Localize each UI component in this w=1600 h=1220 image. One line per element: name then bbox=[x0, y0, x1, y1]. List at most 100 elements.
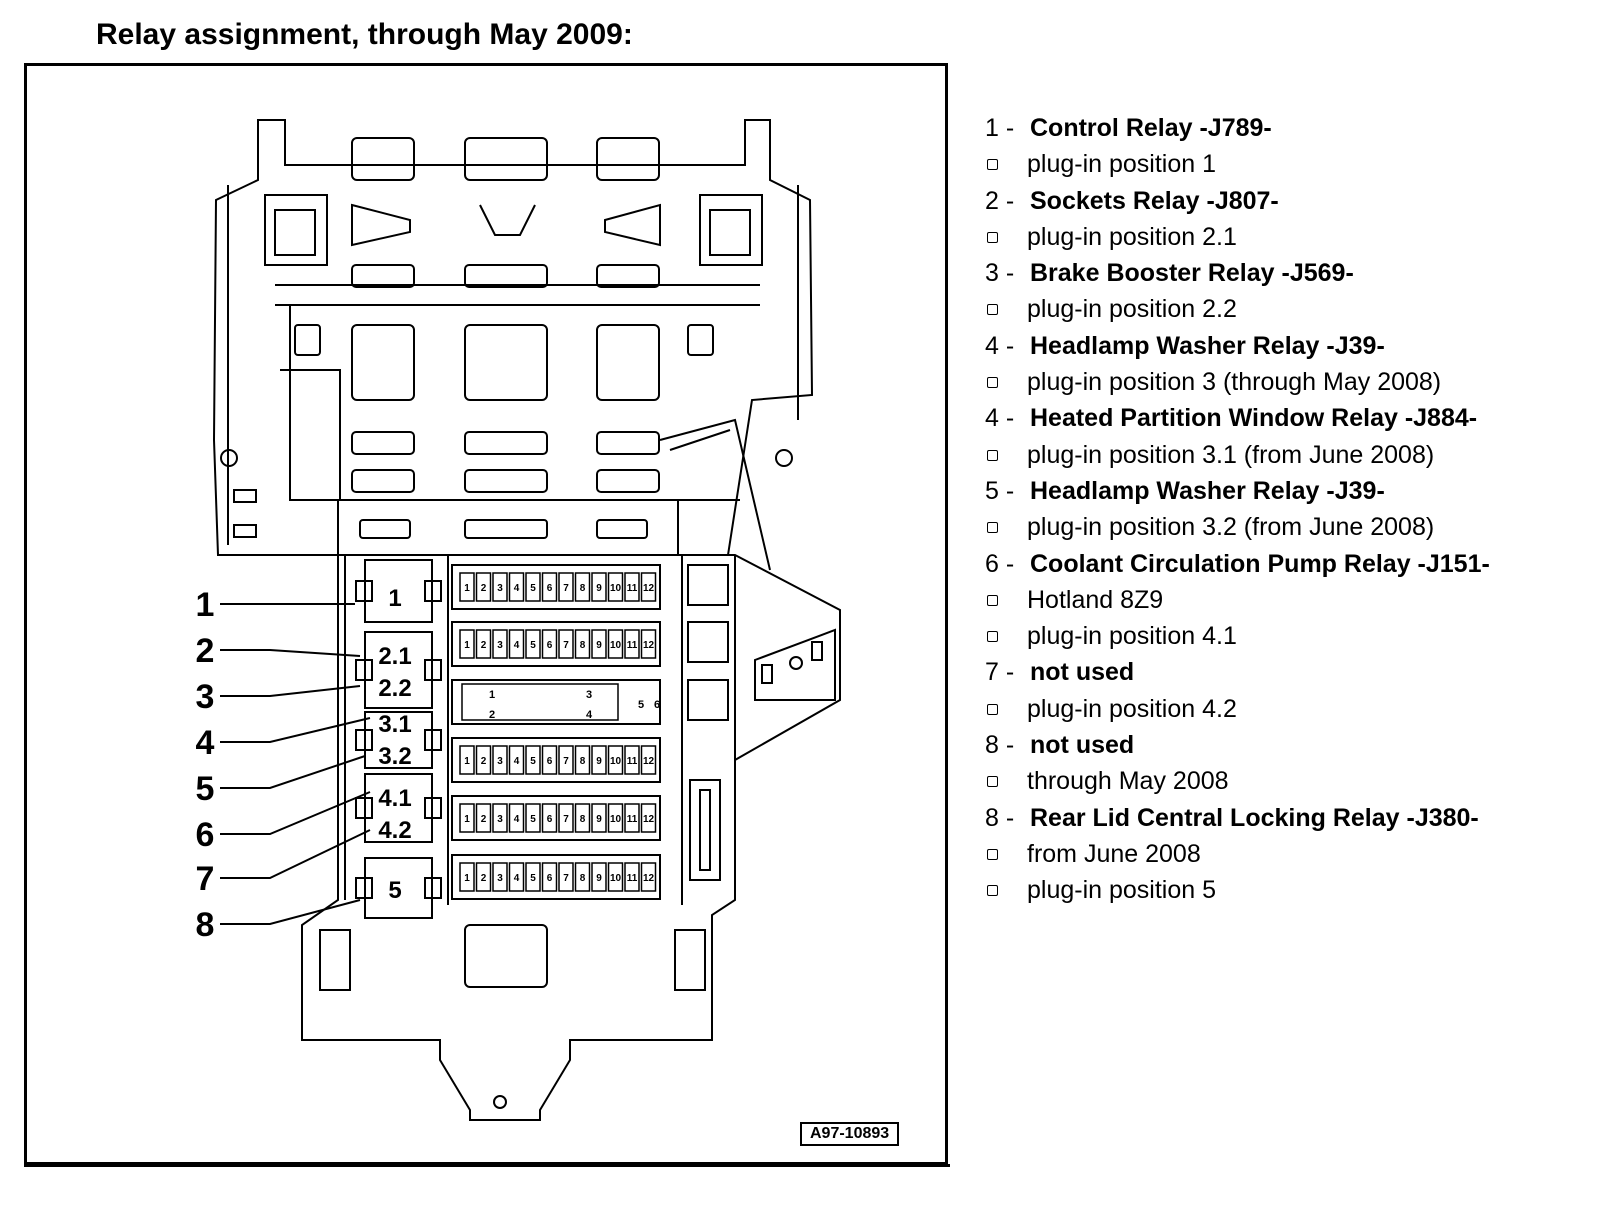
fuse-slot bbox=[508, 629, 525, 659]
fuse-slot bbox=[475, 862, 492, 892]
legend-subtext: through May 2008 bbox=[1027, 767, 1229, 796]
relay-tab bbox=[424, 580, 442, 602]
fuse-slot bbox=[607, 572, 624, 602]
fuse-slot bbox=[640, 745, 657, 775]
callout-number: 3 bbox=[196, 678, 215, 716]
legend-item: 8 -not used bbox=[985, 727, 1490, 763]
fuse-row bbox=[451, 564, 661, 610]
fuse-number: 5 bbox=[530, 814, 536, 825]
legend-subitem: from June 2008 bbox=[985, 836, 1490, 872]
reference-code: A97-10893 bbox=[800, 1122, 900, 1146]
fuse-slot bbox=[591, 745, 607, 775]
callout-leader bbox=[220, 717, 371, 743]
fuse-number: 3 bbox=[497, 814, 503, 825]
fuse-number: 7 bbox=[563, 873, 569, 884]
fuse-slot bbox=[640, 803, 657, 833]
legend-text: Rear Lid Central Locking Relay -J380- bbox=[1030, 803, 1479, 832]
fuse-slot bbox=[459, 629, 475, 659]
fuse-slot bbox=[624, 803, 640, 833]
legend-item: 3 -Brake Booster Relay -J569- bbox=[985, 255, 1490, 291]
fuse-slot bbox=[541, 803, 558, 833]
legend-item: 6 -Coolant Circulation Pump Relay -J151- bbox=[985, 546, 1490, 582]
fuse-slot bbox=[492, 629, 508, 659]
fuse-number: 5 bbox=[530, 756, 536, 767]
slot-label: 4.2 bbox=[378, 817, 411, 844]
fuse-slot bbox=[558, 862, 574, 892]
fuse-number: 4 bbox=[586, 709, 593, 721]
fuse-number: 5 bbox=[530, 583, 536, 594]
fuse-number: 8 bbox=[580, 640, 586, 651]
legend-subitem: plug-in position 3.2 (from June 2008) bbox=[985, 509, 1490, 545]
fuse-slot bbox=[574, 629, 591, 659]
fuse-slot bbox=[607, 629, 624, 659]
fuse-slot bbox=[607, 862, 624, 892]
fuse-number: 11 bbox=[627, 814, 638, 825]
slot-label: 3.2 bbox=[378, 743, 411, 770]
legend-item: 5 -Headlamp Washer Relay -J39- bbox=[985, 473, 1490, 509]
fuse-row bbox=[451, 854, 661, 900]
slot-label: 4.1 bbox=[378, 785, 411, 812]
relay-socket bbox=[364, 773, 433, 843]
fuse-slot bbox=[525, 572, 541, 602]
legend-subitem: plug-in position 1 bbox=[985, 146, 1490, 182]
fuse-number: 11 bbox=[627, 756, 638, 767]
fuse-number: 11 bbox=[627, 873, 638, 884]
relay-tab bbox=[355, 797, 373, 819]
fuse-slot bbox=[525, 803, 541, 833]
relay-box-housing bbox=[212, 119, 841, 1121]
legend-item: 8 -Rear Lid Central Locking Relay -J380- bbox=[985, 800, 1490, 836]
fuse-number: 1 bbox=[464, 583, 470, 594]
fuse-slot bbox=[574, 572, 591, 602]
fuse-row bbox=[451, 737, 661, 783]
fuse-slot bbox=[574, 803, 591, 833]
legend-subtext: plug-in position 4.2 bbox=[1027, 694, 1237, 723]
fuse-slot bbox=[475, 745, 492, 775]
fuse-slot bbox=[459, 572, 475, 602]
fuse-number: 10 bbox=[610, 814, 622, 825]
fuse-slot bbox=[492, 862, 508, 892]
legend-subtext: plug-in position 5 bbox=[1027, 876, 1217, 905]
callout-leader bbox=[220, 755, 366, 789]
legend-subitem: plug-in position 5 bbox=[985, 872, 1490, 908]
fuse-number: 9 bbox=[596, 756, 602, 767]
fuse-slot bbox=[459, 745, 475, 775]
legend-subitem: plug-in position 4.2 bbox=[985, 691, 1490, 727]
fuse-slot bbox=[607, 745, 624, 775]
callout-number: 5 bbox=[196, 770, 215, 808]
fuse-number: 11 bbox=[627, 640, 638, 651]
fuse-number: 1 bbox=[464, 756, 470, 767]
fuse-number: 5 bbox=[638, 699, 644, 711]
callout-number: 6 bbox=[196, 816, 215, 854]
legend-subtext: plug-in position 3.2 (from June 2008) bbox=[1027, 513, 1435, 542]
fuse-row bbox=[451, 679, 661, 725]
mini-fuse-block bbox=[461, 683, 619, 721]
fuse-number: 4 bbox=[514, 756, 520, 767]
legend-subitem: plug-in position 4.1 bbox=[985, 618, 1490, 654]
fuse-number: 9 bbox=[596, 583, 602, 594]
fuse-row bbox=[451, 795, 661, 841]
fuse-number: 9 bbox=[596, 873, 602, 884]
fuse-slot bbox=[558, 572, 574, 602]
fuse-slot bbox=[624, 745, 640, 775]
fuse-number: 1 bbox=[464, 640, 470, 651]
fuse-number: 8 bbox=[580, 583, 586, 594]
fuse-number: 7 bbox=[563, 814, 569, 825]
fuse-number: 6 bbox=[547, 756, 553, 767]
legend-text: Coolant Circulation Pump Relay -J151- bbox=[1030, 549, 1490, 578]
legend-item: 2 -Sockets Relay -J807- bbox=[985, 183, 1490, 219]
callout-number: 7 bbox=[196, 860, 215, 898]
relay-tab bbox=[424, 729, 442, 751]
fuse-row bbox=[451, 621, 661, 667]
legend-subitem: Hotland 8Z9 bbox=[985, 582, 1490, 618]
fuse-number: 6 bbox=[654, 699, 660, 711]
fuse-number: 2 bbox=[481, 640, 487, 651]
legend-number: 3 - bbox=[985, 259, 1015, 288]
relay-legend: 1 -Control Relay -J789-plug-in position … bbox=[985, 110, 1490, 909]
fuse-number: 10 bbox=[610, 756, 622, 767]
callout-leader bbox=[220, 649, 361, 657]
callout-leader bbox=[220, 899, 361, 925]
fuse-number: 7 bbox=[563, 756, 569, 767]
fuse-number: 8 bbox=[580, 814, 586, 825]
fuse-number: 11 bbox=[627, 583, 638, 594]
fuse-number: 12 bbox=[643, 583, 655, 594]
